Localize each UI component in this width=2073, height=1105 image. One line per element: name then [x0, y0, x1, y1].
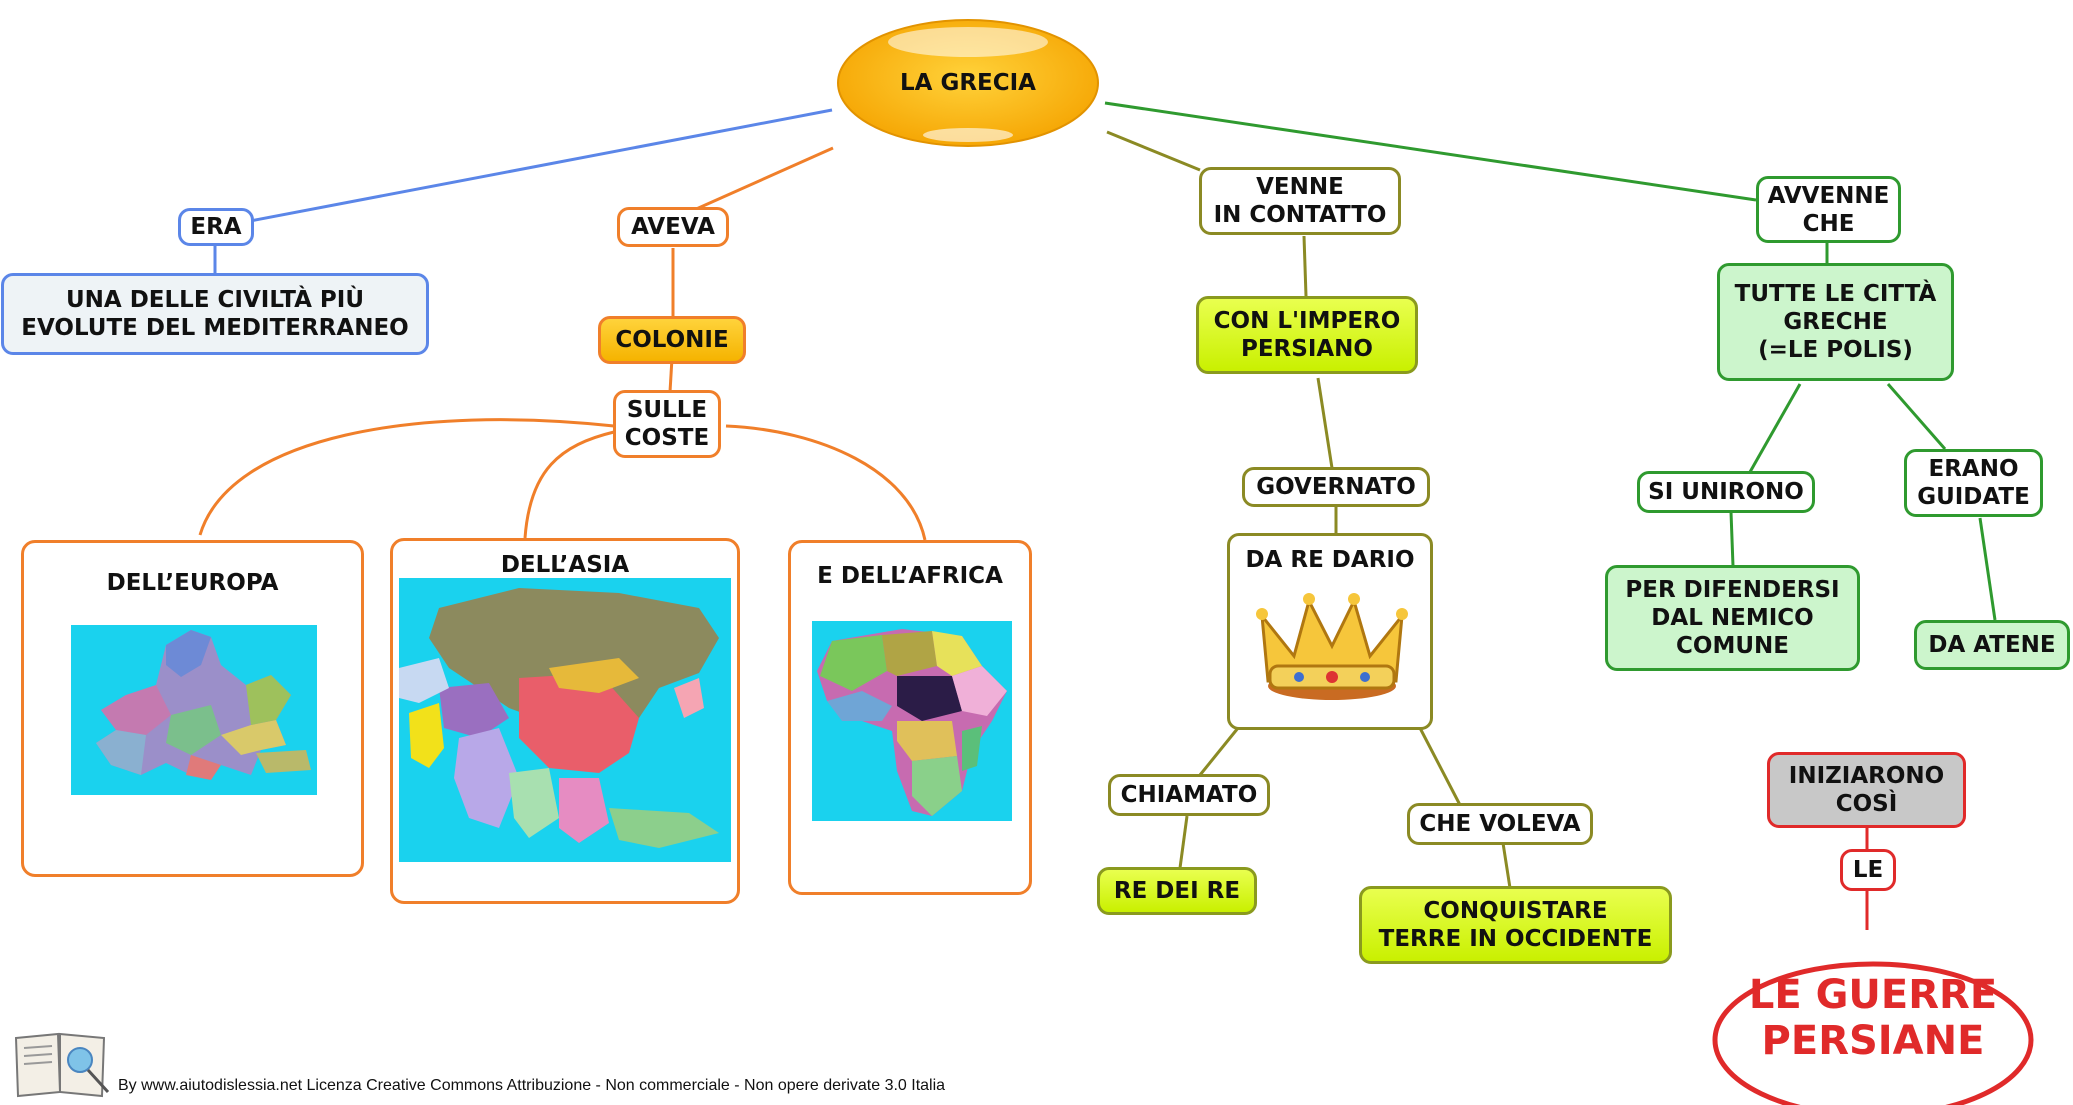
root-label: LA GRECIA: [899, 70, 1036, 96]
asia-map-image: [399, 578, 731, 862]
node-re-dei-re: RE DEI RE: [1097, 867, 1257, 915]
link-governato: GOVERNATO: [1242, 467, 1430, 507]
node-difendersi: PER DIFENDERSI DAL NEMICO COMUNE: [1605, 565, 1860, 671]
link-aveva: AVEVA: [617, 207, 729, 247]
panel-europa: DELL’EUROPA: [21, 540, 364, 877]
re-dario-label: DA RE DARIO: [1245, 547, 1415, 573]
link-si-unirono: SI UNIRONO: [1637, 471, 1815, 513]
node-civilta: UNA DELLE CIVILTÀ PIÙ EVOLUTE DEL MEDITE…: [1, 273, 429, 355]
panel-africa-title: E DELL’AFRICA: [817, 563, 1003, 589]
europe-map-image: [71, 625, 317, 795]
link-le: LE: [1840, 849, 1896, 891]
node-conquistare: CONQUISTARE TERRE IN OCCIDENTE: [1359, 886, 1672, 964]
node-iniziarono: INIZIARONO COSÌ: [1767, 752, 1966, 828]
link-avvenne-che: AVVENNE CHE: [1756, 176, 1901, 243]
panel-europa-title: DELL’EUROPA: [106, 570, 279, 596]
panel-asia-title: DELL’ASIA: [500, 552, 630, 578]
panel-asia: DELL’ASIA: [390, 538, 740, 904]
node-guerre-persiane: LE GUERRE PERSIANE: [1748, 972, 1998, 1064]
node-colonie: COLONIE: [598, 316, 746, 364]
node-da-atene: DA ATENE: [1914, 620, 2070, 670]
footer-license: By www.aiutodislessia.net Licenza Creati…: [118, 1077, 946, 1094]
node-re-dario: DA RE DARIO: [1227, 533, 1433, 730]
crown-icon: [1256, 593, 1408, 700]
link-erano-guidate: ERANO GUIDATE: [1904, 449, 2043, 517]
link-era: ERA: [178, 208, 254, 246]
panel-africa: E DELL’AFRICA: [788, 540, 1032, 895]
book-logo-icon: [14, 1032, 110, 1098]
africa-map-image: [812, 621, 1012, 821]
node-citta-greche: TUTTE LE CITTÀ GRECHE (=LE POLIS): [1717, 263, 1954, 381]
root-node-la-grecia: LA GRECIA: [838, 60, 1098, 106]
node-impero-persiano: CON L'IMPERO PERSIANO: [1196, 296, 1418, 374]
link-venne-in-contatto: VENNE IN CONTATTO: [1199, 167, 1401, 235]
node-sulle-coste: SULLE COSTE: [613, 390, 721, 458]
link-chiamato: CHIAMATO: [1108, 774, 1270, 816]
link-che-voleva: CHE VOLEVA: [1407, 803, 1593, 845]
